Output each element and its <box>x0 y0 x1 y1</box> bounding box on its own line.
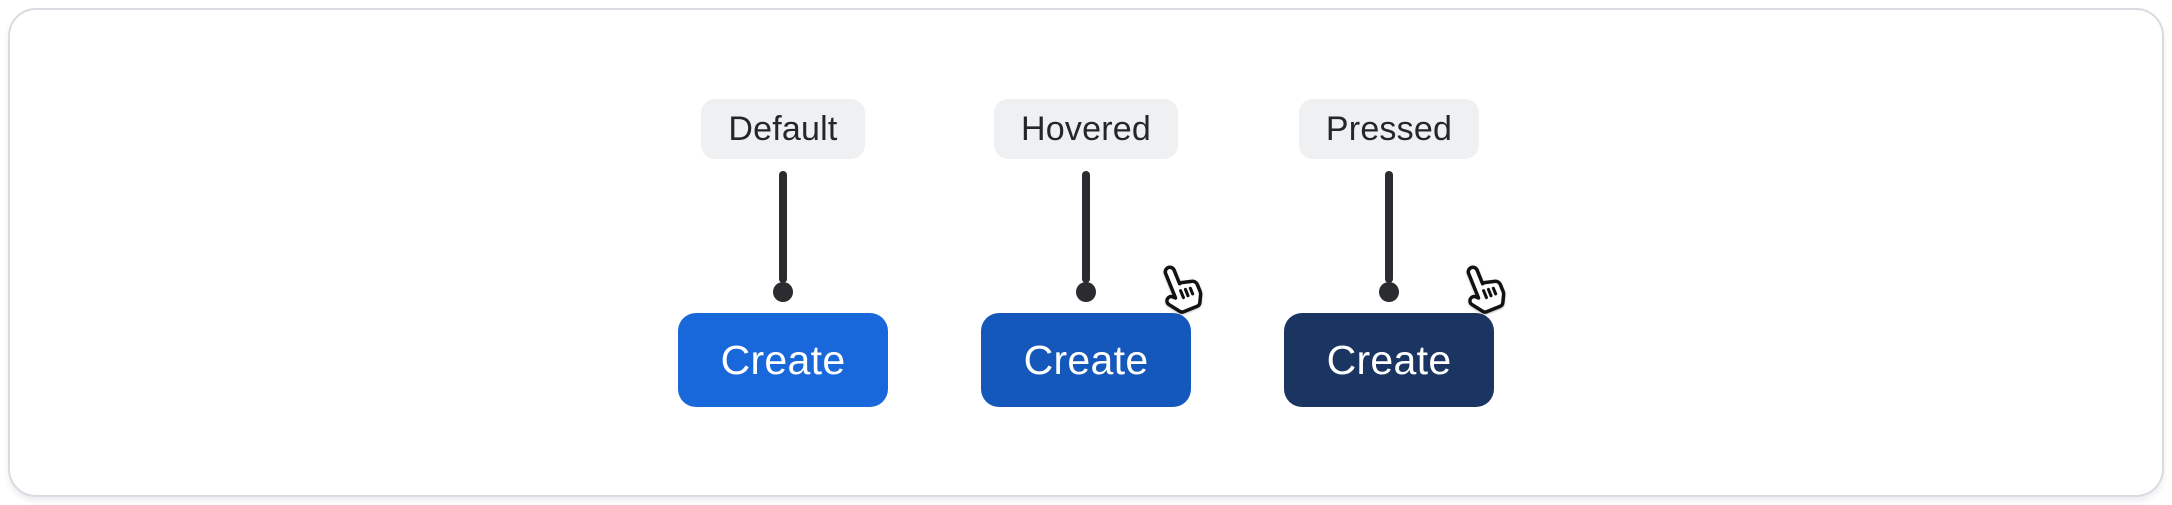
state-label-pressed: Pressed <box>1298 99 1480 159</box>
states-showcase-card: Default Create Hovered Create Pressed Cr… <box>8 8 2164 497</box>
connector-dot <box>773 282 793 302</box>
state-column-pressed: Pressed Create <box>1284 99 1506 407</box>
connector-line <box>779 171 787 283</box>
button-wrapper-pressed: Create <box>1284 265 1506 407</box>
state-label-hovered: Hovered <box>994 99 1178 159</box>
connector-dot <box>1379 282 1399 302</box>
state-column-default: Default Create <box>678 99 888 407</box>
pointer-cursor-icon <box>1453 261 1511 319</box>
connector-line <box>1385 171 1393 283</box>
state-column-hovered: Hovered Create <box>981 99 1203 407</box>
button-wrapper-default: Create <box>678 313 888 407</box>
connector-line <box>1082 171 1090 283</box>
create-button-default[interactable]: Create <box>678 313 888 407</box>
pointer-cursor-icon <box>1150 261 1208 319</box>
button-wrapper-hovered: Create <box>981 265 1203 407</box>
connector-dot <box>1076 282 1096 302</box>
state-label-default: Default <box>701 99 865 159</box>
create-button-hovered[interactable]: Create <box>981 313 1191 407</box>
create-button-pressed[interactable]: Create <box>1284 313 1494 407</box>
